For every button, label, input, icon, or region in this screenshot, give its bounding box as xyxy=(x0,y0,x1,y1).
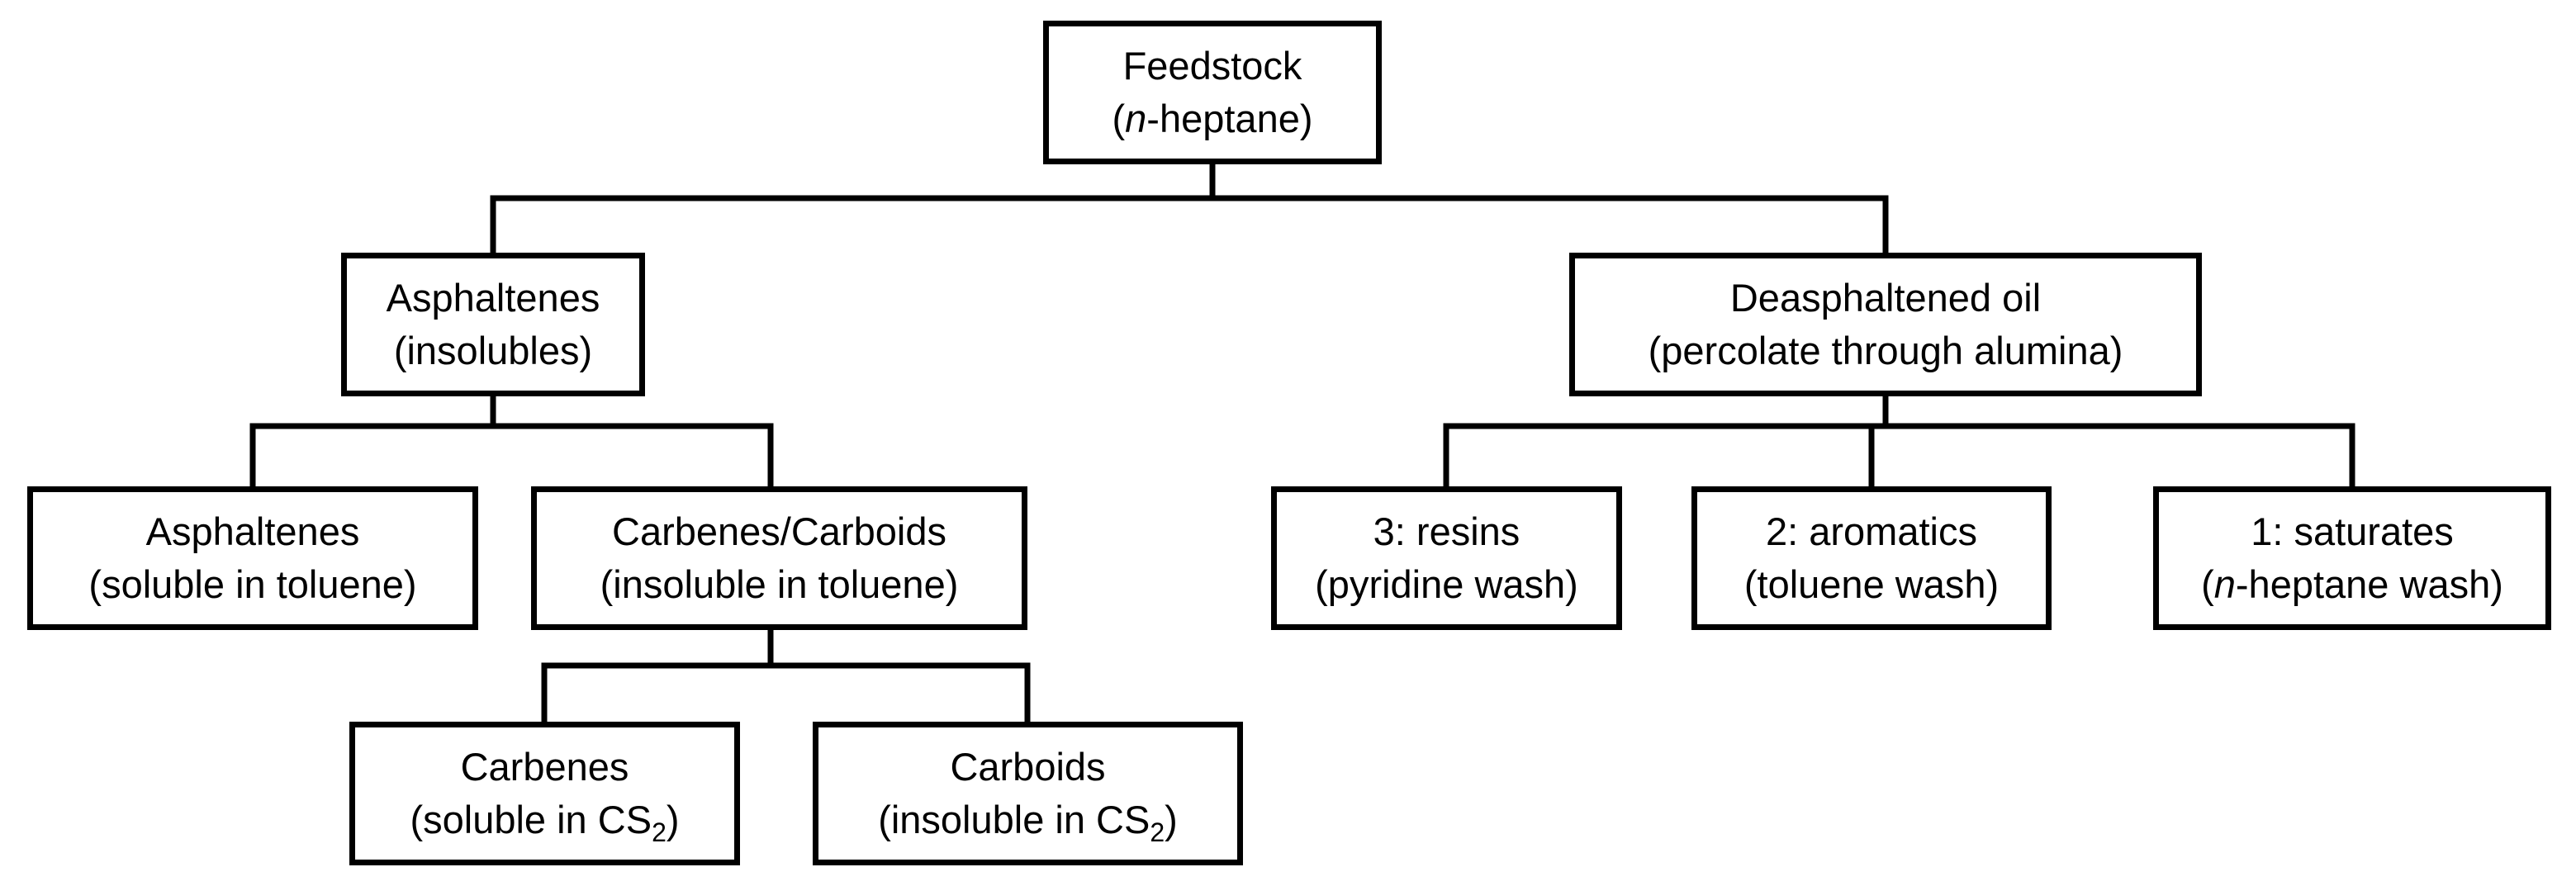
node-carbenes-subtitle: (soluble in CS2) xyxy=(410,798,680,847)
node-deasphaltened-oil: Deasphaltened oil (percolate through alu… xyxy=(1569,253,2202,396)
node-carbenes-carboids-title: Carbenes/Carboids xyxy=(612,509,946,553)
node-saturates-subtitle: (n-heptane wash) xyxy=(2201,562,2503,606)
node-carbenes-carboids-subtitle: (insoluble in toluene) xyxy=(600,562,959,606)
node-carbenes-title: Carbenes xyxy=(460,745,629,789)
node-asphaltenes-soluble-subtitle: (soluble in toluene) xyxy=(88,562,417,606)
node-deasphaltened-oil-subtitle: (percolate through alumina) xyxy=(1648,329,2123,372)
node-feedstock: Feedstock (n-heptane) xyxy=(1043,21,1382,164)
node-asphaltenes-soluble-title: Asphaltenes xyxy=(145,509,360,553)
node-carboids: Carboids (insoluble in CS2) xyxy=(813,722,1243,865)
node-carbenes-carboids: Carbenes/Carboids (insoluble in toluene) xyxy=(531,486,1027,630)
node-asphaltenes-soluble: Asphaltenes (soluble in toluene) xyxy=(27,486,478,630)
node-feedstock-title: Feedstock xyxy=(1122,44,1302,88)
node-carboids-title: Carboids xyxy=(950,745,1106,789)
node-carboids-subtitle: (insoluble in CS2) xyxy=(878,798,1178,847)
node-asphaltenes-subtitle: (insolubles) xyxy=(393,329,593,372)
node-resins-title: 3: resins xyxy=(1373,509,1520,553)
node-deasphaltened-oil-title: Deasphaltened oil xyxy=(1729,276,2042,320)
node-asphaltenes: Asphaltenes (insolubles) xyxy=(341,253,645,396)
node-saturates: 1: saturates (n-heptane wash) xyxy=(2153,486,2551,630)
node-resins-subtitle: (pyridine wash) xyxy=(1315,562,1578,606)
node-resins: 3: resins (pyridine wash) xyxy=(1271,486,1622,630)
node-saturates-title: 1: saturates xyxy=(2251,509,2454,553)
node-feedstock-subtitle: (n-heptane) xyxy=(1112,97,1313,140)
node-aromatics-title: 2: aromatics xyxy=(1766,509,1977,553)
node-aromatics: 2: aromatics (toluene wash) xyxy=(1691,486,2052,630)
node-carbenes: Carbenes (soluble in CS2) xyxy=(349,722,740,865)
node-aromatics-subtitle: (toluene wash) xyxy=(1743,562,2000,606)
node-asphaltenes-title: Asphaltenes xyxy=(386,276,600,320)
